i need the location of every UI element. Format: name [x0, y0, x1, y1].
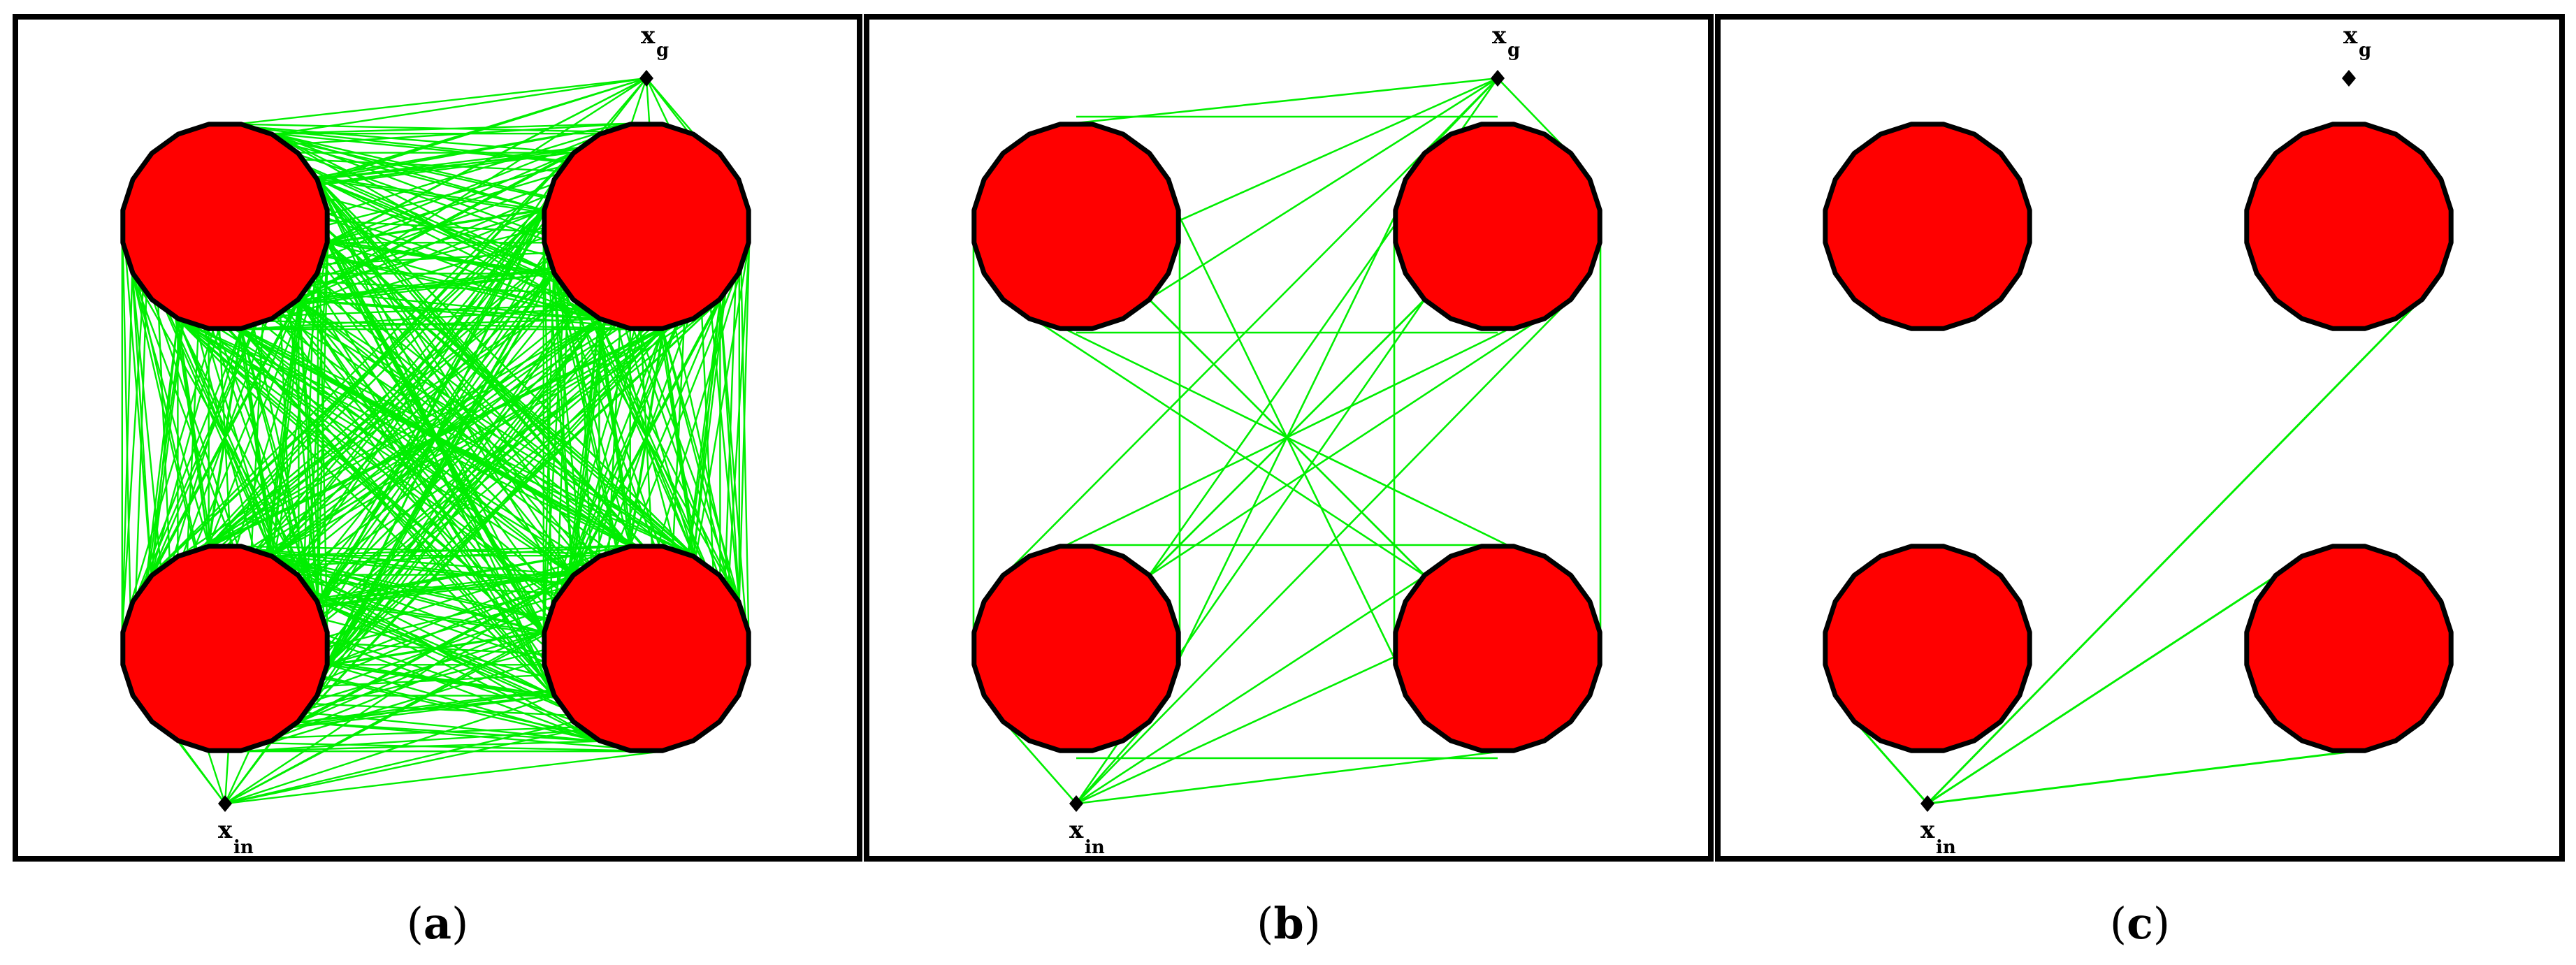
caption-c: (c) [2110, 898, 2170, 949]
caption-c-close: ) [2153, 898, 2170, 949]
panel-b-obstacles [971, 122, 1602, 753]
roadmap-edge [1148, 298, 1571, 577]
roadmap-edge [719, 300, 751, 665]
roadmap-edge [317, 122, 630, 180]
start-edge [224, 555, 600, 805]
panel-a: x g x in [13, 14, 862, 862]
goal-edge [1003, 78, 1498, 576]
goal-edge [598, 78, 647, 134]
caption-b-open: ( [1257, 898, 1273, 949]
roadmap-edge [1003, 298, 1426, 577]
obstacle-2 [1393, 122, 1602, 331]
roadmap-edge [272, 544, 630, 557]
panel-c-obstacles [1823, 122, 2454, 753]
obstacle-1 [120, 122, 330, 331]
roadmap-edge [272, 122, 630, 135]
obstacle-4 [542, 544, 751, 753]
obstacle-3 [971, 544, 1181, 753]
goal-node-marker [2342, 70, 2356, 87]
obstacle-1 [1823, 122, 2032, 331]
panel-b-goal-node: x g [1491, 22, 1520, 87]
roadmap-edge [317, 600, 600, 742]
start-edge [224, 750, 663, 805]
roadmap-edge [272, 555, 544, 633]
start-edge [1926, 298, 2423, 805]
caption-b-letter: b [1273, 898, 1303, 949]
obstacle-4 [2244, 544, 2454, 753]
obstacle-2 [542, 122, 751, 331]
start-label: x [1920, 816, 1935, 844]
panel-c-edges [1853, 298, 2423, 805]
start-edge [224, 721, 573, 805]
caption-a: (a) [407, 898, 469, 949]
goal-edge [1076, 77, 1498, 124]
start-edge [1076, 298, 1571, 804]
start-edge [1076, 720, 1150, 804]
obstacle-2 [2244, 122, 2454, 331]
roadmap-edge [272, 555, 554, 697]
goal-edge [1148, 77, 1498, 300]
caption-a-letter: a [424, 898, 451, 949]
start-label: x [1069, 816, 1084, 844]
roadmap-edge [317, 600, 554, 697]
start-edge [1853, 720, 1929, 804]
goal-label: x [2343, 22, 2358, 50]
goal-node-marker [639, 70, 653, 87]
start-edge [1927, 750, 2350, 805]
roadmap-edge [208, 544, 573, 576]
panel-a-start-node: x in [218, 795, 254, 858]
goal-label-subscript: g [1507, 40, 1520, 61]
caption-a-open: ( [407, 898, 424, 949]
start-edge [1927, 574, 2277, 805]
start-edge [1003, 720, 1077, 804]
goal-edge [271, 77, 647, 320]
panel-c-start-node: x in [1920, 795, 1956, 858]
roadmap-edge [272, 133, 544, 211]
roadmap-edge [298, 328, 664, 723]
obstacle-3 [120, 544, 330, 753]
roadmap-edge [1148, 298, 1426, 576]
goal-label-subscript: g [2359, 40, 2371, 61]
panel-a-goal-node: x g [639, 22, 669, 87]
start-node-marker [1920, 795, 1934, 812]
caption-c-open: ( [2110, 898, 2127, 949]
goal-label: x [1492, 22, 1507, 50]
start-node-marker [218, 795, 232, 812]
caption-b: (b) [1257, 898, 1321, 949]
start-node-marker [1069, 795, 1083, 812]
goal-node-marker [1491, 70, 1505, 87]
panel-c-frame [1715, 14, 2565, 862]
caption-b-close: ) [1304, 898, 1321, 949]
start-label-subscript: in [233, 837, 254, 858]
caption-a-close: ) [451, 898, 468, 949]
start-label-subscript: in [1085, 837, 1105, 858]
panel-b-start-node: x in [1069, 795, 1105, 858]
goal-edge [317, 77, 647, 180]
panel-c-goal-node: x g [2342, 22, 2371, 87]
start-edge [1076, 574, 1426, 805]
obstacle-4 [1393, 544, 1602, 753]
start-edge [1076, 750, 1498, 805]
panel-a-obstacles [120, 122, 751, 753]
panel-b: x g x in [864, 14, 1714, 862]
start-label-subscript: in [1936, 837, 1956, 858]
obstacle-3 [1823, 544, 2032, 753]
roadmap-edge [317, 544, 630, 602]
goal-label: x [641, 22, 656, 50]
goal-label-subscript: g [656, 40, 669, 61]
obstacle-1 [971, 122, 1181, 331]
goal-edge [241, 77, 647, 124]
caption-c-letter: c [2127, 898, 2153, 949]
start-label: x [218, 816, 233, 844]
roadmap-edge [150, 152, 574, 576]
panel-c: x g x in [1715, 14, 2565, 862]
start-edge [224, 741, 273, 804]
